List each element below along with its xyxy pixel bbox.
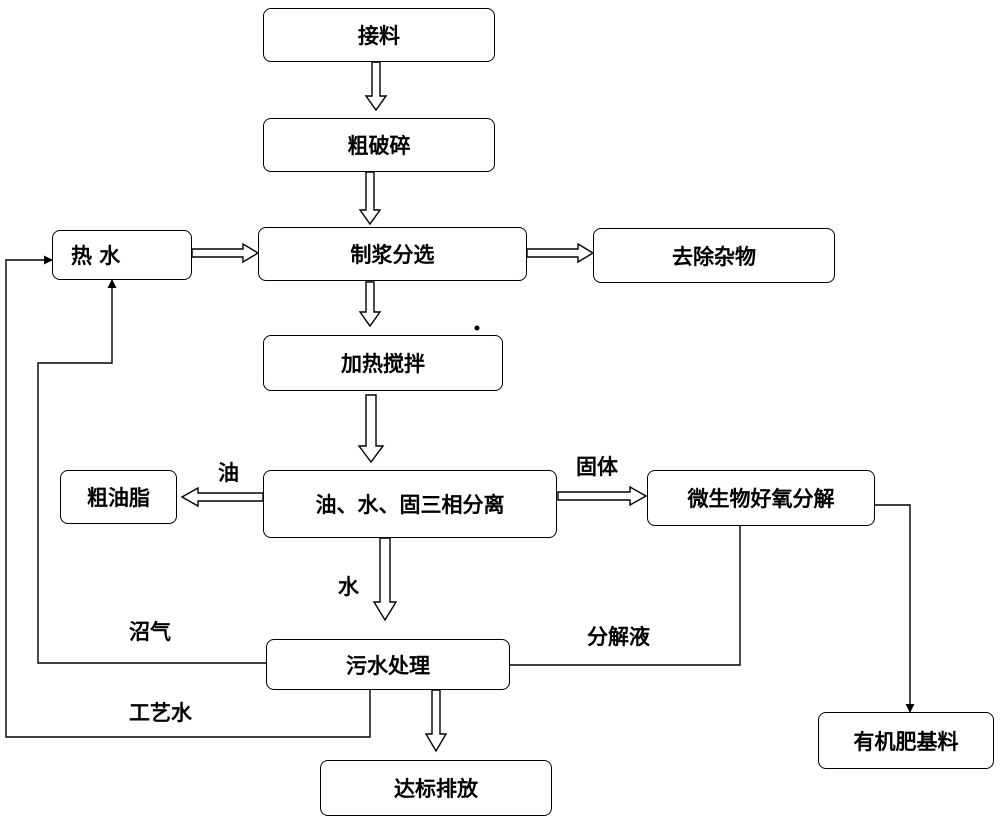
arrow-crushing-to-pulping xyxy=(358,171,382,226)
arrow-pulping-to-impurities xyxy=(526,242,595,264)
node-three-phase-separation: 油、水、固三相分离 xyxy=(263,470,557,538)
node-wastewater-treatment: 污水处理 xyxy=(266,639,510,690)
edge-label-decomposition-liquid: 分解液 xyxy=(587,625,650,649)
node-hot-water: 热 水 xyxy=(52,230,192,280)
arrow-pulping-to-heating xyxy=(358,281,382,328)
arrow-heating-to-separation xyxy=(357,394,385,464)
arrow-receiving-to-crushing xyxy=(364,61,388,112)
node-fertilizer-base: 有机肥基料 xyxy=(818,712,994,769)
node-pulping-sorting: 制浆分选 xyxy=(258,227,527,281)
node-crude-fat: 粗油脂 xyxy=(60,470,177,524)
node-heating-stirring: 加热搅拌 xyxy=(263,335,503,391)
edge-label-process-water: 工艺水 xyxy=(129,701,192,725)
arrow-separation-to-aerobic xyxy=(557,485,648,507)
edge-label-oil: 油 xyxy=(218,461,239,485)
node-receiving: 接料 xyxy=(263,8,495,62)
decomposition-liquid-line xyxy=(510,526,741,666)
arrow-separation-to-wastewater xyxy=(372,537,398,622)
aerobic-to-fertilizer-line xyxy=(875,504,915,713)
node-discharge: 达标排放 xyxy=(320,760,552,816)
node-aerobic-decomposition: 微生物好氧分解 xyxy=(647,470,875,526)
edge-label-water: 水 xyxy=(338,575,359,599)
arrow-hotwater-to-pulping xyxy=(191,242,260,264)
arrow-wastewater-to-discharge xyxy=(424,689,448,753)
biogas-line xyxy=(37,279,266,664)
edge-label-solid: 固体 xyxy=(576,455,618,479)
node-remove-impurities: 去除杂物 xyxy=(593,228,835,283)
marker-dot xyxy=(474,325,480,331)
edge-label-biogas: 沼气 xyxy=(129,620,171,644)
node-coarse-crushing: 粗破碎 xyxy=(263,118,495,172)
process-water-line xyxy=(5,255,371,738)
arrow-separation-to-crudefat xyxy=(180,486,264,508)
